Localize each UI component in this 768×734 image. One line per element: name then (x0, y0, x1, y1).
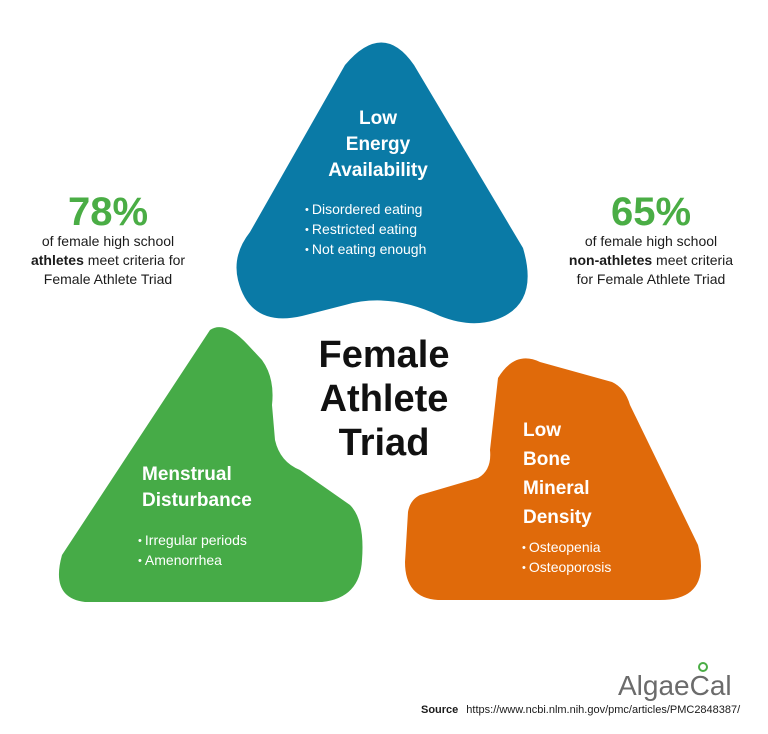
bullet-item: Amenorrhea (138, 551, 247, 571)
right-title-line-1: Low (523, 420, 561, 441)
right-title-line-4: Density (523, 507, 592, 528)
top-shape-bullets: Disordered eating Restricted eating Not … (305, 200, 426, 260)
right-shape-low-bone-mineral-density (405, 358, 701, 600)
stat-athletes-line-3: Female Athlete Triad (43, 271, 173, 287)
left-shape-title: Menstrual Disturbance (142, 462, 342, 514)
stat-athletes-bold: athletes (30, 252, 84, 268)
left-title-line-2: Disturbance (142, 490, 252, 511)
stat-athletes-line-1: of female high school (41, 233, 175, 249)
stat-athletes-line-2: athletes meet criteria for (18, 251, 198, 270)
left-shape-menstrual-disturbance (58, 327, 363, 602)
stat-non-athletes-line-2: non-athletes meet criteria (556, 251, 746, 270)
right-shape-bullets: Osteopenia Osteoporosis (522, 538, 611, 578)
stat-non-athletes-bold: non-athletes (568, 252, 653, 268)
top-title-line-1: Low (359, 108, 397, 129)
stat-non-athletes-value: 65% (610, 190, 692, 234)
source-label: Source (421, 704, 459, 716)
source-url[interactable]: https://www.ncbi.nlm.nih.gov/pmc/article… (466, 704, 741, 716)
algaecal-logo: AlgaeCal (618, 662, 732, 702)
left-title-line-1: Menstrual (142, 464, 232, 485)
stat-non-athletes-text: of female high school non-athletes meet … (556, 232, 746, 289)
stat-athletes-value: 78% (67, 190, 149, 234)
bullet-item: Not eating enough (305, 240, 426, 260)
center-title-line-1: Female (318, 334, 450, 376)
center-title-line-3: Triad (338, 422, 430, 464)
bullet-item: Disordered eating (305, 200, 426, 220)
right-title-line-2: Bone (523, 449, 571, 470)
stat-non-athletes: 65% of female high school non-athletes m… (556, 192, 746, 289)
bullet-item: Irregular periods (138, 531, 247, 551)
stat-athletes: 78% of female high school athletes meet … (18, 192, 198, 289)
right-title-line-3: Mineral (523, 478, 590, 499)
bullet-item: Restricted eating (305, 220, 426, 240)
stat-non-athletes-line-1: of female high school (584, 233, 718, 249)
bullet-item: Osteopenia (522, 538, 611, 558)
top-title-line-2: Energy (345, 134, 411, 155)
stat-non-athletes-line-2-rest: meet criteria (652, 252, 734, 268)
top-title-line-3: Availability (328, 160, 428, 181)
source-line: Source https://www.ncbi.nlm.nih.gov/pmc/a… (421, 704, 740, 716)
logo-text: AlgaeCal (618, 670, 732, 701)
stat-non-athletes-line-3: for Female Athlete Triad (576, 271, 726, 287)
logo-leaf-icon (698, 662, 708, 672)
left-shape-bullets: Irregular periods Amenorrhea (138, 531, 247, 571)
center-title-line-2: Athlete (319, 378, 449, 420)
stat-athletes-text: of female high school athletes meet crit… (18, 232, 198, 289)
stat-athletes-line-2-rest: meet criteria for (83, 252, 186, 268)
center-title: Female Athlete Triad (284, 333, 484, 465)
right-shape-title: Low Bone Mineral Density (523, 416, 663, 532)
bullet-item: Osteoporosis (522, 558, 611, 578)
top-shape-title: Low Energy Availability (296, 106, 460, 184)
